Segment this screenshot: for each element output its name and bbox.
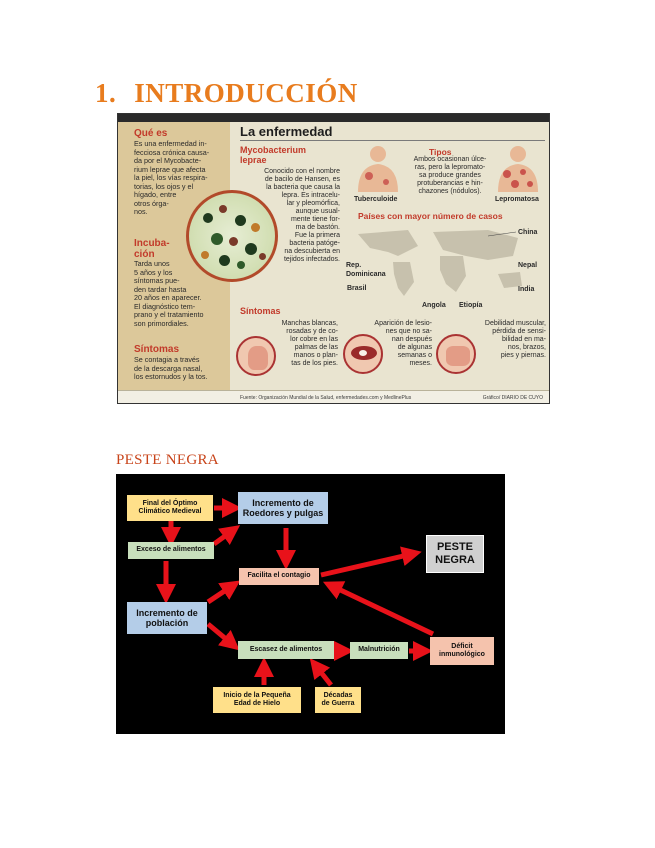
sintoma-debilidad: Debilidad muscular,pérdida de sensi-bili… [484,320,546,359]
hand-weakness-image [436,334,476,374]
heading-title: INTRODUCCIÓN [134,78,358,108]
box-facilita-contagio: Facilita el contagio [239,568,319,585]
map-label-india: India [518,286,535,293]
intro-heading: 1. INTRODUCCIÓN [95,78,358,109]
map-label-china: China [518,229,538,236]
map-label-nepal: Nepal [518,262,538,269]
leprosy-infographic: Qué es Es una enfermedad in-fecciosa cró… [117,113,550,404]
paises-heading: Países con mayor número de casos [358,211,503,221]
arrow-poblacion-facilita [206,580,241,605]
box-escasez-alimentos: Escasez de alimentos [238,641,334,659]
arrow-guerra-escasez [309,658,333,687]
map-label-brasil: Brasil [347,285,367,292]
tuberculoide-figure [358,146,398,192]
hand-symptom-image [236,336,276,376]
box-malnutricion: Malnutrición [350,642,408,659]
sintoma-manchas: Manchas blancas,rosadas y de co-lor cobr… [281,320,338,367]
arrow-poblacion-escasez [206,622,240,651]
que-es-text: Es una enfermedad in-fecciosa crónica ca… [134,139,210,216]
title-divider [240,140,545,141]
tipos-description: Ambos ocasionan úlce-ras, pero la leprom… [413,156,487,195]
footer-source: Fuente: Organización Mundial de la Salud… [240,395,412,401]
box-exceso-alimentos: Exceso de alimentos [128,542,214,559]
world-map [358,230,522,296]
footer-credit: Gráfico/ DIARIO DE CUYO [482,395,543,401]
infographic-footer [118,390,549,403]
sintomas-heading: Síntomas [240,306,281,316]
tuberculoide-label: Tuberculoide [354,196,398,203]
infographic-top-bar [118,114,549,122]
tipos-heading: Tipos [429,147,452,157]
arrow-exceso-roedores [212,525,241,547]
infographic-title: La enfermedad [240,124,333,139]
que-es-heading: Qué es [134,128,168,139]
diagram-arrows [156,498,435,687]
map-label-angola: Angola [422,302,446,309]
map-label-etiopia: Etiopía [459,302,483,309]
lepromatosa-label: Lepromatosa [495,196,539,203]
bacteria-microscope-image [186,190,278,282]
sintoma-lesiones: Aparición de lesio-nes que no sa-nan des… [374,320,432,367]
sidebar-sintomas-heading: Síntomas [134,344,180,355]
arrow-facilita-peste [320,546,422,578]
arrow-deficit-facilita [322,581,435,637]
heading-number: 1. [95,78,117,108]
face-symptom-image [343,334,383,374]
map-label-rep-dominicana: Rep. Dominicana [346,262,386,278]
peste-negra-heading: PESTE NEGRA [116,452,219,468]
lepromatosa-figure [498,146,538,192]
incubacion-heading: Incuba-ción [134,238,170,260]
